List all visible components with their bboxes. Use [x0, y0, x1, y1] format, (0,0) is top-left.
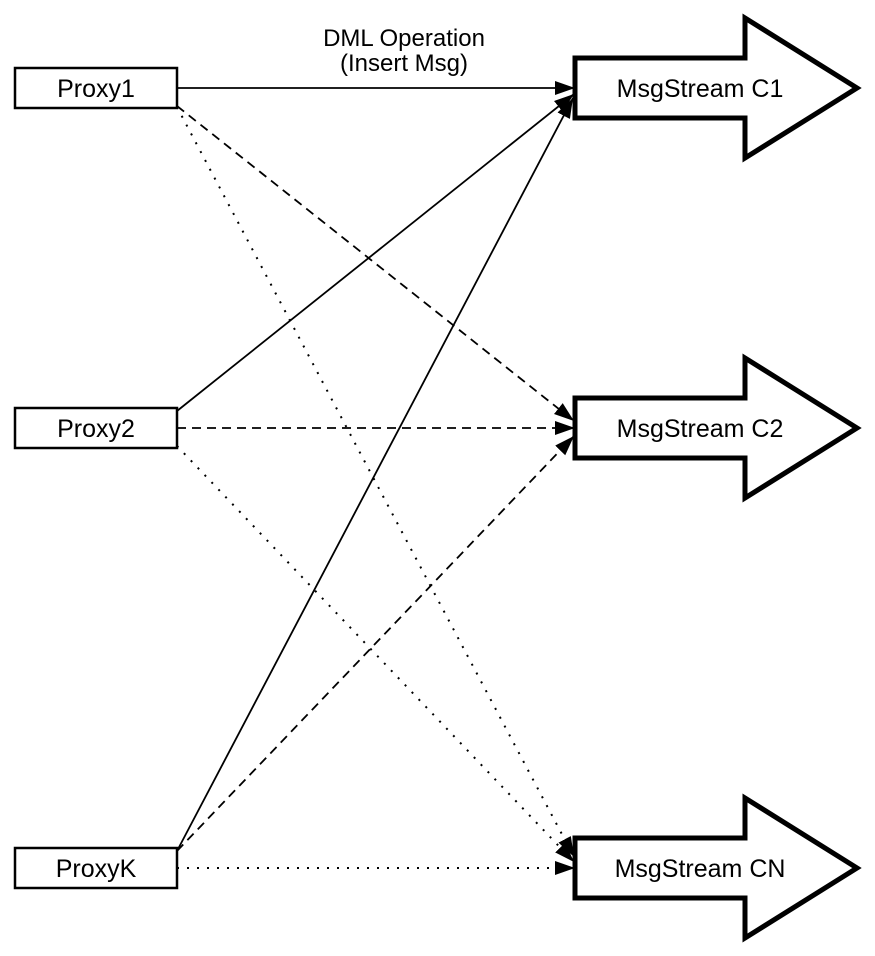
edge-proxy1-to-msgstream-c2-dashed: [176, 105, 575, 422]
proxy1-box: [13, 66, 179, 110]
proxy1-label: Proxy1: [57, 75, 135, 103]
msgstream-c1-arrow-shape: [572, 13, 862, 163]
dml-operation-label-line1: DML Operation: [323, 25, 485, 52]
proxyk-box: [13, 846, 179, 890]
dml-operation-label-line2: (Insert Msg): [340, 50, 468, 77]
edge-proxyk-to-msgstream-c2-dashed: [176, 435, 575, 852]
msgstream-c2-label: MsgStream C2: [617, 415, 784, 443]
edge-proxyk-to-msgstream-c1-solid: [176, 97, 574, 852]
msgstream-cn-arrow-shape: [572, 793, 862, 943]
edge-proxy2-to-msgstream-c1-solid: [176, 93, 575, 412]
node-proxy1: Proxy1: [13, 66, 179, 110]
node-msgstream-cn: MsgStream CN: [572, 793, 862, 943]
msgstream-c2-arrow-shape: [572, 353, 862, 503]
edge-proxy1-to-msgstream-cn-dotted: [176, 106, 575, 858]
node-proxy2: Proxy2: [13, 406, 179, 450]
node-msgstream-c2: MsgStream C2: [572, 353, 862, 503]
msgstream-c1-label: MsgStream C1: [617, 75, 784, 103]
edge-proxy2-to-msgstream-cn-dotted: [176, 445, 575, 863]
node-proxyk: ProxyK: [13, 846, 179, 890]
msgstream-cn-label: MsgStream CN: [615, 855, 786, 883]
proxy2-box: [13, 406, 179, 450]
proxy2-label: Proxy2: [57, 415, 135, 443]
edges: [176, 81, 575, 875]
node-msgstream-c1: MsgStream C1: [572, 13, 862, 163]
proxyk-label: ProxyK: [56, 855, 137, 883]
